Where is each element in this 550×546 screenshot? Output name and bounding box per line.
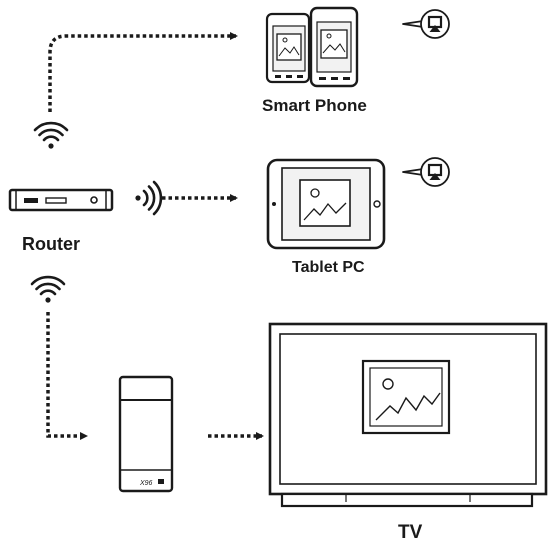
airplay-icon [402, 9, 450, 39]
smart-phone-device [265, 6, 359, 88]
dongle-brand-label: X96 [139, 480, 153, 487]
wifi-signal-icon [33, 121, 69, 149]
router-label: Router [22, 234, 80, 254]
smart-phone-label: Smart Phone [262, 96, 367, 115]
router-to-dongle-connector [46, 312, 88, 440]
router-device [8, 188, 114, 212]
tv-label: TV [398, 522, 423, 543]
tablet-pc-label: Tablet PC [292, 259, 365, 276]
airplay-icon [402, 157, 450, 187]
router-to-phone-connector [48, 32, 238, 112]
wifi-signal-icon [30, 275, 66, 303]
tv-device [268, 322, 548, 508]
tv-dongle-device [118, 375, 174, 493]
dongle-brand-badge [158, 479, 164, 484]
wifi-signal-icon [135, 180, 163, 216]
tablet-pc-device [266, 158, 386, 250]
